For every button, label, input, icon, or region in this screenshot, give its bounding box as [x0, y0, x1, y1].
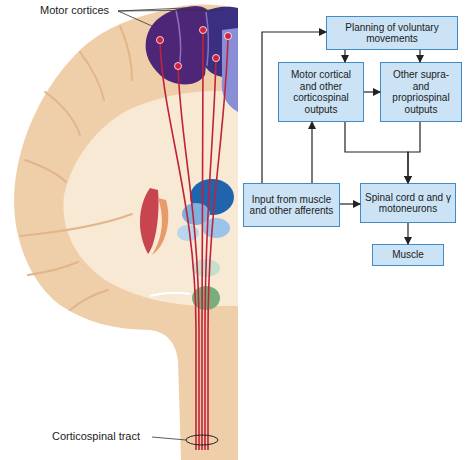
- process-box: Input from muscle and other afferents: [243, 183, 340, 227]
- leader-lines: [118, 8, 222, 440]
- white-matter: [63, 91, 238, 306]
- flow-arrow: [344, 50, 345, 62]
- box-text: Spinal cord α and γ motoneurons: [365, 192, 451, 215]
- box-text: Input from muscle and other afferents: [248, 194, 335, 217]
- flow-arrow: [408, 122, 420, 183]
- tract-ring: [186, 435, 218, 445]
- flow-arrow: [407, 223, 408, 244]
- box-text: Other supra- and propriospinal outputs: [384, 69, 458, 115]
- box-text: Planning of voluntary movements: [341, 22, 443, 45]
- flow-arrow: [345, 122, 408, 183]
- flow-arrow: [311, 122, 312, 183]
- process-box: Spinal cord α and γ motoneurons: [360, 183, 456, 223]
- sulci: [20, 26, 132, 310]
- part-label: Motor cortices: [40, 4, 109, 17]
- part-label: Corticospinal tract: [52, 430, 140, 443]
- thalamus: [202, 218, 230, 238]
- flow-arrow: [340, 203, 360, 204]
- neuron-bodies: [157, 27, 232, 70]
- tract-fibers: [160, 30, 228, 450]
- process-box: Motor cortical and other corticospinal o…: [278, 62, 364, 122]
- putamen: [140, 188, 159, 254]
- process-box: Planning of voluntary movements: [326, 16, 458, 50]
- flow-arrow: [262, 32, 326, 183]
- process-box: Muscle: [372, 244, 444, 266]
- hemisphere: [14, 5, 238, 460]
- globus-pallidus: [152, 198, 168, 255]
- process-box: Other supra- and propriospinal outputs: [380, 62, 462, 122]
- box-text: Muscle: [392, 249, 424, 261]
- box-text: Motor cortical and other corticospinal o…: [282, 69, 360, 115]
- fornix: [150, 293, 190, 296]
- flow-arrow: [419, 50, 420, 62]
- flow-arrow: [364, 91, 380, 92]
